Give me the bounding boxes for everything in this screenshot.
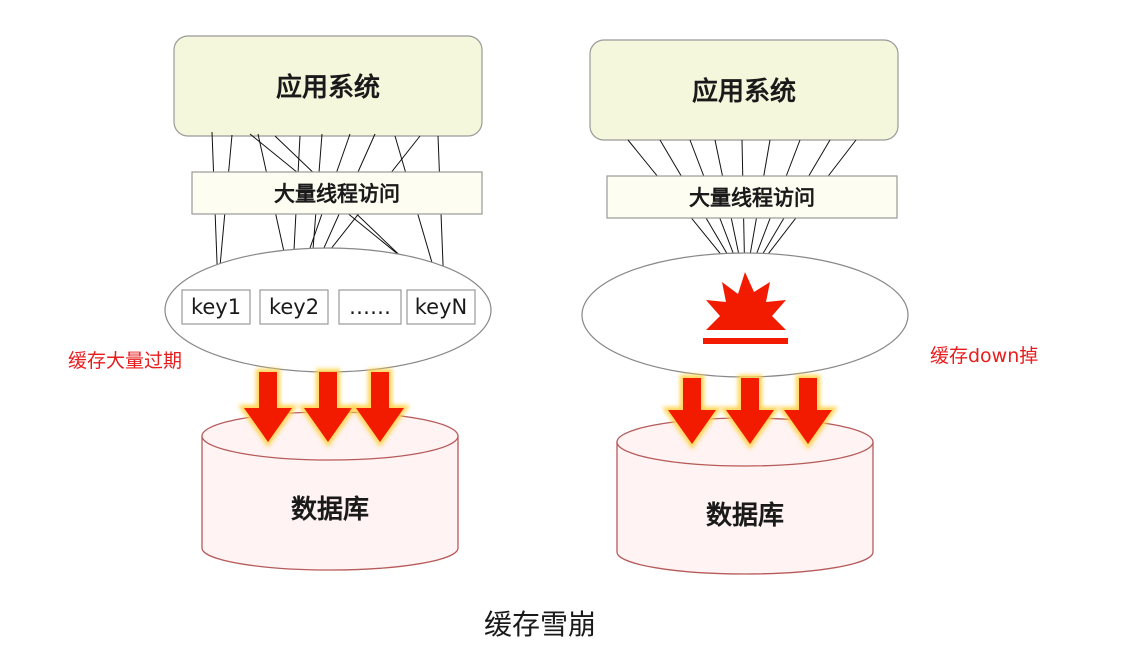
left-red-arrows — [238, 369, 410, 448]
diagram-caption: 缓存雪崩 — [484, 608, 596, 641]
key-box-ellipsis: …… — [338, 289, 402, 325]
left-database-label: 数据库 — [291, 495, 369, 525]
right-scenario: 应用系统 大量线程访问 缓存down掉 数据库 — [581, 39, 1038, 575]
key-label: key2 — [269, 295, 319, 319]
red-down-arrow — [238, 369, 298, 448]
red-down-arrow — [298, 369, 358, 448]
right-app-system-label: 应用系统 — [692, 76, 796, 107]
right-annotation-cache-down: 缓存down掉 — [930, 345, 1038, 367]
key-label: key1 — [191, 295, 241, 319]
red-down-arrow — [350, 369, 410, 448]
explosion-icon — [703, 272, 788, 344]
key-box-1: key1 — [181, 289, 251, 325]
left-annotation-cache-expired: 缓存大量过期 — [68, 350, 182, 372]
left-threads-box: 大量线程访问 — [191, 171, 483, 215]
key-box-n: keyN — [406, 289, 476, 325]
left-app-system-label: 应用系统 — [276, 72, 380, 103]
left-app-system-box: 应用系统 — [173, 35, 483, 137]
right-threads-label: 大量线程访问 — [689, 186, 815, 210]
left-scenario: 应用系统 大量线程访问 key1 key2 …… — [68, 35, 492, 571]
key-box-2: key2 — [259, 289, 329, 325]
key-label: keyN — [415, 295, 467, 319]
right-database-label: 数据库 — [706, 501, 784, 531]
red-down-arrow — [662, 375, 722, 450]
right-threads-box: 大量线程访问 — [606, 175, 898, 219]
right-red-arrows — [662, 375, 838, 450]
right-app-system-box: 应用系统 — [589, 39, 899, 141]
key-label: …… — [349, 295, 391, 319]
red-down-arrow — [720, 375, 780, 450]
left-threads-label: 大量线程访问 — [274, 182, 400, 206]
left-key-list: key1 key2 …… keyN — [181, 289, 476, 325]
red-down-arrow — [778, 375, 838, 450]
